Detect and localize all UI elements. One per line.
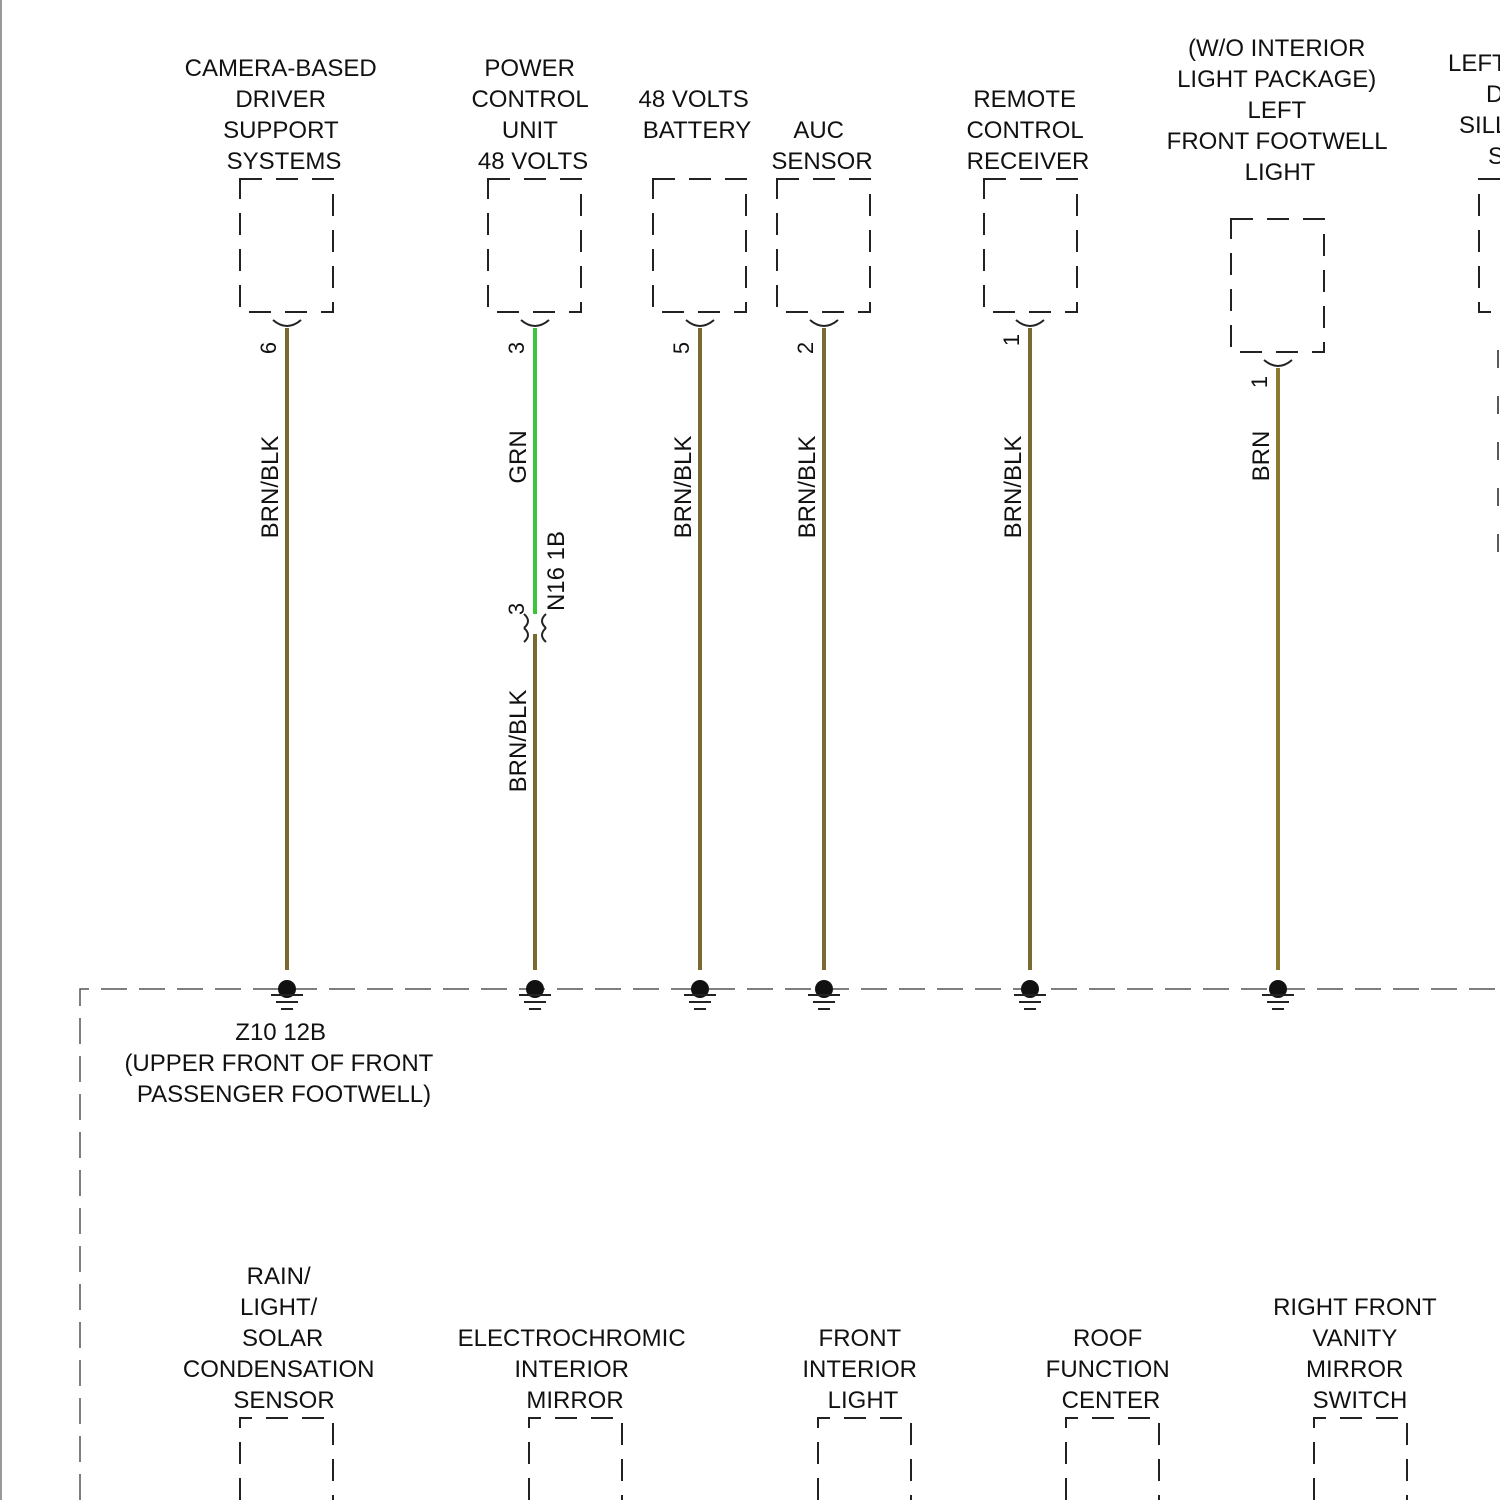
component-box [984,179,1077,312]
connector-symbol [1264,360,1292,366]
component-box [488,179,581,312]
component-box [1314,1418,1407,1500]
ground-symbol [519,980,551,1009]
component-label: ROOF FUNCTION CENTER [1046,1325,1177,1414]
ground-bus: Z10 12B (UPPER FRONT OF FRONT PASSENGER … [80,980,1500,1500]
wire-color-label: BRN/BLK [794,436,821,539]
component-box [818,1418,911,1500]
ground-symbol [271,980,303,1009]
component-right-front-vanity-mirror-switch[interactable]: RIGHT FRONT VANITY MIRROR SWITCH [1273,1294,1443,1500]
connector-label: N16 1B [543,531,570,611]
connector-symbol [1016,320,1044,326]
ground-label: Z10 12B (UPPER FRONT OF FRONT PASSENGER … [124,1019,439,1108]
wire-color-label: BRN/BLK [257,436,284,539]
connector-pin-number: 3 [504,603,529,615]
wire-color-label: GRN [505,430,532,483]
connector-symbol [273,320,301,326]
component-camera-based-driver-support[interactable]: CAMERA-BASED DRIVER SUPPORT SYSTEMS 6 BR… [185,55,384,970]
ground-symbol [1014,980,1046,1009]
wire-color-label: BRN [1248,431,1275,482]
component-box [240,179,333,312]
component-box [777,179,870,312]
component-front-interior-light[interactable]: FRONT INTERIOR LIGHT [802,1325,923,1500]
wire-color-label: BRN/BLK [670,436,697,539]
pin-number: 1 [999,334,1024,346]
component-box-partial [1479,179,1500,312]
component-label: LEFT D SILL S [1448,50,1500,170]
component-box [1066,1418,1159,1500]
component-rain-light-solar-sensor[interactable]: RAIN/ LIGHT/ SOLAR CONDENSATION SENSOR [183,1263,381,1500]
component-label: RIGHT FRONT VANITY MIRROR SWITCH [1273,1294,1443,1414]
component-box [240,1418,333,1500]
ground-symbol [808,980,840,1009]
component-left-partial[interactable]: LEFT D SILL S [1448,50,1500,560]
component-roof-function-center[interactable]: ROOF FUNCTION CENTER [1046,1325,1177,1500]
component-label: 48 VOLTS BATTERY [639,86,756,144]
component-label: ELECTROCHROMIC INTERIOR MIRROR [458,1325,693,1414]
ground-symbol [684,980,716,1009]
pin-number: 6 [256,342,281,354]
component-label: CAMERA-BASED DRIVER SUPPORT SYSTEMS [185,55,384,175]
component-remote-control-receiver[interactable]: REMOTE CONTROL RECEIVER 1 BRN/BLK [966,86,1089,970]
connector-symbol [686,320,714,326]
component-left-front-footwell-light[interactable]: (W/O INTERIOR LIGHT PACKAGE) LEFT FRONT … [1167,35,1394,970]
pin-number: 3 [504,342,529,354]
component-label: FRONT INTERIOR LIGHT [802,1325,923,1414]
component-box [529,1418,622,1500]
ground-symbol [1262,980,1294,1009]
component-48-volts-battery[interactable]: 48 VOLTS BATTERY 5 BRN/BLK [639,86,756,970]
component-label: AUC SENSOR [771,117,872,175]
component-box [653,179,746,312]
pin-number: 5 [669,342,694,354]
component-label: RAIN/ LIGHT/ SOLAR CONDENSATION SENSOR [183,1263,381,1414]
component-power-control-unit[interactable]: POWER CONTROL UNIT 48 VOLTS 3 GRN 3 N16 … [471,55,594,970]
pin-number: 1 [1247,376,1272,388]
pin-number: 2 [793,342,818,354]
component-label: POWER CONTROL UNIT 48 VOLTS [471,55,594,175]
connector-symbol [521,320,549,326]
wire-color-label: BRN/BLK [1000,436,1027,539]
component-label: (W/O INTERIOR LIGHT PACKAGE) LEFT FRONT … [1167,35,1394,186]
component-electrochromic-interior-mirror[interactable]: ELECTROCHROMIC INTERIOR MIRROR [458,1325,693,1500]
component-label: REMOTE CONTROL RECEIVER [966,86,1089,175]
component-auc-sensor[interactable]: AUC SENSOR 2 BRN/BLK [771,117,872,970]
component-box [1231,219,1324,352]
wire-color-label: BRN/BLK [505,690,532,793]
connector-symbol [810,320,838,326]
